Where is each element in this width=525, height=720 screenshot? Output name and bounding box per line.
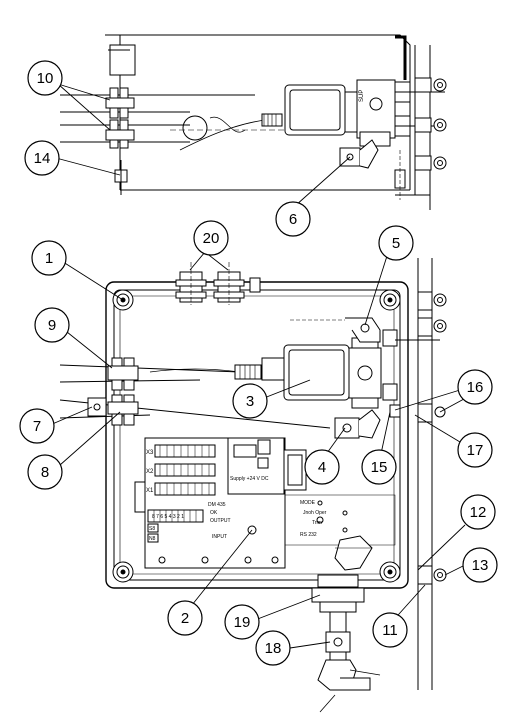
supply-label: Supply +24 V DC — [230, 476, 269, 482]
pcb-labels: X3 X2 X1 Supply +24 V DC DM 435 OK OUTPU… — [146, 450, 327, 542]
callout-12: 12 — [460, 494, 496, 530]
callout-6: 6 — [275, 201, 311, 237]
svg-text:19: 19 — [234, 614, 251, 631]
callout-2: 2 — [167, 600, 203, 636]
corner-screw — [112, 561, 134, 583]
input-label: INPUT — [212, 534, 227, 540]
ok-label: OK — [210, 510, 218, 516]
svg-text:18: 18 — [265, 640, 282, 657]
output-label: OUTPUT — [210, 518, 231, 524]
svg-text:12: 12 — [470, 504, 487, 521]
svg-text:17: 17 — [467, 442, 484, 459]
callout-18: 18 — [255, 630, 291, 666]
callout-7: 7 — [19, 408, 55, 444]
x1-label: X1 — [146, 488, 154, 494]
callout-19: 19 — [224, 604, 260, 640]
svg-text:10: 10 — [37, 70, 54, 87]
svg-text:13: 13 — [472, 557, 489, 574]
svg-text:6: 6 — [289, 211, 297, 228]
svg-text:5: 5 — [392, 235, 400, 252]
svg-text:11: 11 — [382, 622, 398, 639]
callout-15: 15 — [361, 449, 397, 485]
mode-a-label: MODE — [300, 500, 316, 506]
callout-13: 13 — [462, 547, 498, 583]
callout-5: 5 — [378, 225, 414, 261]
callout-8: 8 — [27, 454, 63, 490]
x2-label: X2 — [146, 469, 154, 475]
svg-text:20: 20 — [203, 230, 220, 247]
callout-20: 20 — [193, 220, 229, 256]
callout-4: 4 — [304, 449, 340, 485]
svg-text:2: 2 — [181, 610, 189, 627]
callout-10: 10 — [27, 60, 63, 96]
svg-text:16: 16 — [467, 379, 484, 396]
svg-text:3: 3 — [246, 393, 254, 410]
callout-3: 3 — [232, 383, 268, 419]
callout-14: 14 — [24, 140, 60, 176]
model-label: DM 435 — [208, 502, 226, 508]
callout-11: 11 — [372, 612, 408, 648]
sensor-tag: SUP — [359, 90, 365, 102]
callout-9: 9 — [34, 307, 70, 343]
x3-label: X3 — [146, 450, 154, 456]
pins-label: 8 7 6 5 4 3 2 1 — [152, 514, 184, 520]
front-view — [59, 258, 447, 713]
svg-text:15: 15 — [371, 459, 388, 476]
svg-text:4: 4 — [318, 459, 326, 476]
corner-screw — [379, 561, 401, 583]
s8-label: S8 — [149, 526, 155, 532]
callout-16: 16 — [457, 369, 493, 405]
n8-label: N8 — [149, 536, 156, 542]
svg-text:1: 1 — [45, 250, 53, 267]
svg-text:9: 9 — [48, 317, 56, 334]
svg-text:8: 8 — [41, 464, 49, 481]
callouts: 10 14 6 1 20 5 9 3 16 7 4 15 17 8 12 13 … — [19, 60, 498, 666]
corner-screw — [379, 289, 401, 311]
svg-text:7: 7 — [33, 418, 41, 435]
trim-label: Trim — [312, 520, 322, 526]
mode-b-label: RS 232 — [300, 532, 317, 538]
status-label: Jnoh Oper — [303, 510, 327, 516]
callout-1: 1 — [31, 240, 67, 276]
callout-17: 17 — [457, 432, 493, 468]
top-section-view — [60, 34, 447, 210]
svg-text:14: 14 — [34, 150, 51, 167]
